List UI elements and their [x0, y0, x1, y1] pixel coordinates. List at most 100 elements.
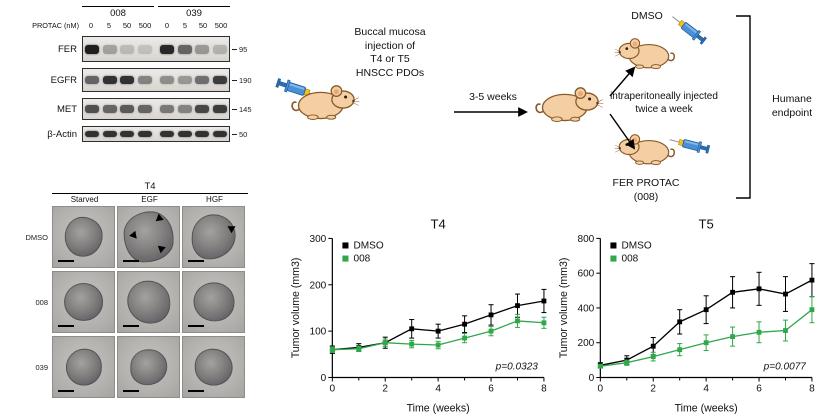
- blot-row-actin: β-Actin 50: [30, 126, 270, 142]
- blot-lane: [176, 131, 194, 137]
- mw-value: 50: [239, 129, 248, 139]
- scale-bar: [58, 260, 74, 262]
- organoid-image: [117, 271, 180, 333]
- blot-band: [159, 44, 174, 54]
- scale-bar: [58, 390, 74, 392]
- blot-lane: [83, 76, 101, 84]
- ip-injection-caption: intraperitoneally injected twice a week: [610, 91, 718, 115]
- blot-lane: [158, 105, 176, 113]
- legend-entry-008: 008: [342, 254, 371, 265]
- blot-lane: [194, 76, 212, 84]
- marker-tick-icon: [232, 48, 237, 50]
- scale-bar: [123, 390, 139, 392]
- scale-bar: [188, 325, 204, 327]
- mw-value: 95: [239, 44, 248, 54]
- svg-text:0: 0: [321, 373, 327, 384]
- blot-band: [84, 44, 99, 54]
- blot-lane: [158, 44, 176, 54]
- blot-band: [102, 44, 117, 54]
- blot-band: [84, 105, 99, 113]
- svg-text:0: 0: [598, 384, 604, 395]
- blot-band: [177, 131, 192, 137]
- x-axis-label: Time (weeks): [407, 403, 470, 415]
- dose-label: 5: [106, 21, 112, 30]
- svg-text:6: 6: [756, 384, 762, 395]
- mw-marker: 95: [232, 45, 247, 54]
- svg-text:2: 2: [382, 384, 388, 395]
- organoid-image: [182, 206, 245, 268]
- organoid-image: [117, 336, 180, 398]
- axes: [596, 237, 813, 382]
- blot-group-039: 039: [158, 6, 230, 19]
- scale-bar: [188, 260, 204, 262]
- scale-bar: [123, 325, 139, 327]
- svg-text:800: 800: [577, 234, 594, 245]
- blot-lane: [101, 76, 119, 84]
- protein-label: β-Actin: [47, 128, 77, 140]
- blot-band: [102, 76, 117, 84]
- blot-band: [120, 105, 135, 113]
- organoid-blob: [64, 216, 103, 258]
- axes: [328, 237, 545, 382]
- y-axis-label: Tumor volume (mm3): [290, 258, 302, 359]
- organoid-blob: [65, 348, 102, 386]
- svg-text:100: 100: [309, 327, 326, 338]
- dose-row: PROTAC (nM) 0 5 50 500 0 5 50 500: [30, 21, 270, 30]
- chart-title: T4: [431, 216, 446, 231]
- blot-band: [120, 131, 135, 137]
- blot-band: [195, 105, 210, 113]
- blot-lane: [176, 105, 194, 113]
- series-DMSO: [597, 263, 815, 369]
- blot-lane: [119, 44, 137, 54]
- blot-band: [138, 131, 153, 137]
- organoid-row-label: 008: [35, 297, 48, 307]
- organoid-blob: [63, 283, 104, 321]
- blot-row-met: MET 145: [30, 98, 270, 120]
- injection-caption: Buccal mucosa injection of T4 or T5 HNSC…: [354, 26, 426, 79]
- blot-lane: [136, 44, 154, 54]
- organoid-blob: [129, 349, 168, 385]
- blot-lane: [119, 105, 137, 113]
- blot-band: [213, 105, 228, 113]
- series-008: [597, 296, 815, 369]
- blot-row-fer: FER 95: [30, 36, 270, 62]
- blot-group-008: 008: [82, 6, 154, 19]
- scale-bar: [58, 325, 74, 327]
- series-008: [329, 313, 547, 353]
- svg-text:008: 008: [353, 254, 370, 265]
- blot-lane: [119, 76, 137, 84]
- column-label: HGF: [206, 195, 223, 204]
- organoid-blob: [126, 280, 171, 324]
- marker-tick-icon: [232, 133, 237, 135]
- blot-band: [213, 44, 228, 54]
- blot-lane: [83, 131, 101, 137]
- dose-label: 50: [122, 21, 132, 30]
- blot-lane: [136, 105, 154, 113]
- svg-text:0: 0: [589, 373, 595, 384]
- protein-label: EGFR: [50, 74, 77, 86]
- x-axis-label: Time (weeks): [675, 403, 738, 415]
- header-rule: [52, 193, 248, 194]
- p-value: p=0.0077: [763, 361, 807, 372]
- legend-entry-DMSO: DMSO: [610, 240, 652, 251]
- column-label: EGF: [141, 195, 158, 204]
- blot-row-egfr: EGFR 190: [30, 68, 270, 92]
- legend-entry-DMSO: DMSO: [342, 240, 384, 251]
- endpoint-bracket: [736, 15, 751, 199]
- blot-band: [159, 131, 174, 137]
- schematic-panel: Buccal mucosa injection of T4 or T5 HNSC…: [280, 0, 830, 215]
- scale-bar: [123, 260, 139, 262]
- blot-lane: [101, 44, 119, 54]
- svg-text:300: 300: [309, 234, 326, 245]
- dose-label: 500: [214, 21, 228, 30]
- blot-group-header: 008 039: [82, 6, 270, 19]
- protein-label: FER: [58, 43, 77, 55]
- mw-value: 145: [239, 104, 252, 114]
- blot-band: [102, 131, 117, 137]
- mouse-injected-icon: [288, 76, 360, 127]
